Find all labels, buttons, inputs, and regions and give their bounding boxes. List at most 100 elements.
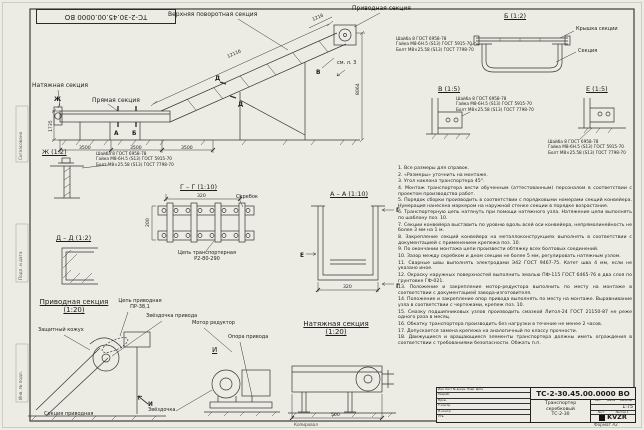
callout-line-bolt: Болт М8×25.58 (S13) ГОСТ 7798-70 — [548, 149, 626, 155]
note-17: 17. Допускается замена крепежа на аналог… — [398, 328, 578, 334]
callout-line-washer: Шайба 8 ГОСТ 6958-78 — [548, 139, 599, 144]
fastener-callout-zh: Шайба 8 ГОСТ 6958-78 Гайка М8-6Н.5 (S13)… — [96, 151, 174, 167]
callout-line-bolt: Болт М8×25.58 (S13) ГОСТ 7798-70 — [96, 161, 174, 167]
tb-name-line2: скребковый — [546, 406, 575, 412]
heading-drive-section: Приводная секция (1:20) — [34, 298, 114, 314]
label-section-cover: Крышка секции — [576, 26, 618, 32]
label-scraper: Скребок — [236, 194, 258, 200]
label-drive-chain: Цепь приводная ПР-38,1 — [112, 298, 168, 311]
view-title-gg: Г – Г (1:10) — [180, 183, 218, 191]
tb-mass-label: Масса — [606, 400, 616, 402]
label-tension-section: Натяжная секция — [32, 82, 89, 89]
dimension-texts: 3500 3500 3500 1735 12116 1216 8064 320 … — [48, 13, 361, 418]
heading-tension-section-2: (1:20) — [325, 328, 347, 337]
label-drive-support: Опора привода — [228, 334, 269, 340]
tb-sheet-label: Лист — [597, 410, 605, 414]
label-drive-section-top: Приводная секция — [352, 5, 411, 12]
tb-row-header: Изм. Лист № докум. Подп. Дата — [437, 388, 530, 393]
marker-i-arrow: И — [148, 402, 153, 408]
callout-line-nut: Гайка М8-6Н.5 (S13) ГОСТ 5915-70 — [548, 144, 624, 150]
section-gg-chain — [151, 194, 255, 252]
view-v-bracket — [426, 98, 471, 140]
kvzr-logo-icon — [599, 415, 606, 422]
note-3: 3. Угол наклона транспортера 45°. — [398, 179, 485, 185]
callout-line-nut: Гайка М8-6Н.5 (S13) ГОСТ 5915-70 — [396, 41, 472, 47]
title-block-left: Изм. Лист № докум. Подп. Дата Разраб. Пр… — [437, 388, 531, 422]
tension-section-view — [288, 365, 396, 421]
heading-tension-section-1: Натяжная секция — [303, 320, 369, 328]
marker-g2: Г — [396, 284, 400, 290]
heading-tension-section: Натяжная секция (1:20) — [296, 320, 376, 336]
dim-3500-3: 3500 — [181, 145, 193, 151]
label-see-sheet: см. л. 3 — [337, 60, 357, 66]
view-title-e: Е (1:5) — [586, 85, 608, 93]
callout-line-washer: Шайба 8 ГОСТ 6958-78 — [96, 151, 147, 156]
label-straight-section: Прямая секция — [92, 97, 140, 104]
dim-3500-2: 3500 — [130, 145, 142, 151]
tb-sheets-label: Листов 1 — [615, 410, 629, 414]
marker-d2: Д — [238, 102, 243, 108]
view-title-v: В (1:5) — [438, 85, 461, 93]
note-10: 10. Зазор между скребком и дном секции н… — [398, 253, 621, 259]
dim-1735: 1735 — [48, 120, 54, 132]
note-6: 6. Транспортерную цепь натянуть при помо… — [398, 210, 632, 222]
margin-stamp-inv-podl: Инв. № подл. — [18, 371, 23, 400]
tb-doc-number: ТС-2-30.45.00.0000 ВО — [531, 388, 635, 400]
marker-e: Е — [300, 253, 304, 259]
margin-stamp-soglasovano: Согласовано — [18, 131, 23, 160]
note-12: 12. Окраску наружных поверхностей выполн… — [398, 272, 632, 284]
label-conveyor-chain: Цепь транспортерная Р2-80-290 — [172, 250, 242, 263]
tb-lit-mass-scale-labels: Лит. Масса Масштаб — [591, 400, 635, 405]
tb-name-line1: Транспортер — [544, 401, 577, 406]
note-14: 14. Положение и закрепление опор привода… — [398, 297, 632, 309]
note-9: 9. По окончании монтажа цепи произвести … — [398, 247, 599, 253]
note-7: 7. Секции конвейера выставить по уровню … — [398, 222, 632, 234]
dim-3500-1: 3500 — [79, 145, 91, 151]
tb-name-line3: ТС-2-30 — [551, 412, 570, 418]
note-8: 8. Закрепление секций конвейера на метал… — [398, 235, 632, 246]
callout-line-washer: Шайба 8 ГОСТ 6958-78 — [396, 36, 447, 41]
view-title-b: Б (1:2) — [504, 12, 527, 20]
section-dd-channel — [61, 247, 98, 285]
marker-v: В — [316, 70, 321, 76]
tb-lit-label: Лит. — [595, 400, 601, 402]
margin-stamp-podp-data: Подп. и дата — [18, 251, 23, 280]
section-aa-trough — [306, 205, 394, 293]
callout-line-nut: Гайка М8-6Н.5 (S13) ГОСТ 5915-70 — [456, 101, 532, 107]
view-title-dd: Д – Д (1:2) — [56, 234, 92, 242]
tb-row-prov: Пров. — [437, 399, 530, 405]
fastener-callout-e: Шайба 8 ГОСТ 6958-78 Гайка М8-6Н.5 (S13)… — [548, 139, 626, 155]
fastener-callout-top: Шайба 8 ГОСТ 6958-78 Гайка М8-6Н.5 (S13)… — [396, 36, 474, 52]
tb-sheet-row: Лист Листов 1 — [591, 411, 635, 416]
note-11: 11. Сварные швы выполнять электродами Э4… — [398, 260, 632, 272]
label-drive-chain-2: ПР-38,1 — [130, 303, 150, 310]
note-4: 4. Монтаж транспортера вести обученным (… — [398, 185, 632, 197]
note-5: 5. Порядок сборки производить в соответс… — [398, 198, 632, 209]
view-i-motor — [204, 369, 280, 417]
view-title-zh: Ж (1:2) — [42, 148, 67, 156]
view-zh-plate — [50, 157, 109, 199]
tb-logo: KVZR — [591, 413, 635, 422]
tb-scale-label: Масштаб — [619, 400, 633, 402]
tb-scale-value: 1:75 — [591, 405, 635, 411]
kvzr-logo-text: KVZR — [607, 413, 627, 422]
view-e-bracket — [578, 98, 626, 140]
tb-row-razrab: Разраб. — [437, 393, 530, 399]
callout-line-bolt: Болт М8×25.58 (S13) ГОСТ 7798-70 — [396, 46, 474, 52]
label-guard-cover: Защитный кожух — [38, 327, 84, 333]
technical-notes: 1. Все размеры для справок. 2. «Размеры»… — [398, 166, 632, 348]
tb-product-name: Транспортер скребковый ТС-2-30 — [531, 400, 591, 422]
copied-label: Копировал — [294, 422, 318, 427]
heading-drive-section-2: (1:20) — [63, 306, 85, 315]
dim-200: 200 — [145, 218, 151, 227]
note-18: 18. Движущиеся и вращающиеся элементы тр… — [398, 335, 632, 346]
label-conveyor-chain-2: Р2-80-290 — [194, 255, 220, 262]
label-drive-sprocket: Звёздочка привода — [146, 313, 198, 319]
marker-d1: Д — [215, 76, 220, 82]
letter-markers: А Б Д Д Ж В Г Г Е И — [54, 70, 400, 408]
margin-boxes — [15, 105, 29, 403]
main-assembly-view — [51, 12, 381, 153]
callout-line-nut: Гайка М8-6Н.5 (S13) ГОСТ 5915-70 — [96, 156, 172, 162]
